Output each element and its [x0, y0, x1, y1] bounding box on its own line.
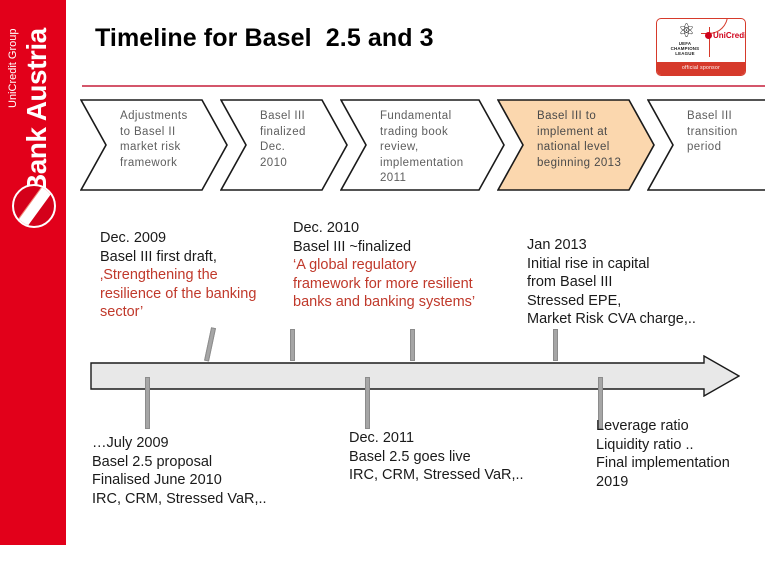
timeline-tick — [410, 329, 415, 361]
note-line: sector’ — [100, 304, 144, 320]
note-line: Liquidity ratio .. — [596, 436, 694, 453]
starball-icon: ⚛ — [677, 21, 695, 42]
process-chevron-band: Adjustments to Basel II market risk fram… — [80, 99, 765, 191]
timeline-tick — [553, 329, 558, 361]
timeline-arrow-shape — [90, 355, 740, 397]
note-line: framework for more resilient — [293, 275, 473, 292]
note-line: Initial rise in capital — [527, 255, 650, 272]
note-line: 2019 — [596, 473, 629, 490]
note-line: banks and banking systems’ — [293, 294, 476, 310]
chevron-label: Fundamental trading book review, impleme… — [380, 110, 464, 184]
note-line: IRC, CRM, Stressed VaR,.. — [92, 490, 267, 507]
page-title: Timeline for Basel 2.5 and 3 — [95, 24, 434, 52]
ucl-line2: CHAMPIONS — [670, 46, 700, 51]
note-line: Basel III ~finalized — [293, 238, 412, 255]
bank-austria-roundel-icon — [12, 184, 56, 228]
ucl-line3: LEAGUE — [675, 51, 695, 56]
note-line: Basel 2.5 goes live — [349, 448, 471, 465]
note-line: Basel 2.5 proposal — [92, 453, 213, 470]
champions-league-badge-icon: ⚛ UEFA CHAMPIONS LEAGUE — [662, 22, 708, 58]
chevron-adjustments-basel-ii[interactable]: Adjustments to Basel II market risk fram… — [80, 99, 228, 191]
ucl-line1: UEFA — [678, 41, 692, 46]
timeline-arrow — [90, 327, 740, 429]
timeline-tick — [365, 377, 370, 429]
chevron-shape — [220, 99, 348, 191]
chevron-shape — [647, 99, 765, 191]
note-line: Basel III first draft, — [100, 248, 217, 265]
note-line: …July 2009 — [92, 435, 169, 451]
note-line: Stressed EPE, — [527, 292, 622, 309]
note-line: Market Risk CVA charge,.. — [527, 311, 696, 327]
note-line: Final implementation — [596, 455, 730, 471]
note-line: Dec. 2011 — [349, 430, 415, 446]
note-line: IRC, CRM, Stressed VaR,.. — [349, 467, 524, 483]
chevron-label: Adjustments to Basel II market risk fram… — [120, 110, 188, 169]
note-line: ‘A global regulatory — [293, 257, 417, 273]
timeline-tick — [145, 377, 150, 429]
chevron-basel-iii-finalized[interactable]: Basel III finalized Dec. 2010 — [220, 99, 348, 191]
chevron-shape — [340, 99, 505, 191]
unicredit-dot-icon — [705, 32, 712, 39]
chevron-label: Basel III to implement at national level… — [537, 110, 622, 169]
brand-subtitle: UniCredit Group — [7, 28, 19, 108]
sponsor-caption: official sponsor — [657, 62, 745, 75]
note-line: Dec. 2009 — [100, 230, 167, 246]
note-line: resilience of the banking — [100, 285, 257, 302]
note-line: Finalised June 2010 — [92, 472, 222, 488]
chevron-label: Basel III finalized Dec. 2010 — [260, 110, 306, 169]
roundel-slash-shape — [14, 186, 54, 226]
brand-sidebar: Bank Austria UniCredit Group — [0, 0, 66, 545]
unicredit-label: UniCredit — [713, 31, 746, 40]
note-line: Leverage ratio — [596, 418, 689, 434]
unicredit-logo: UniCredit — [705, 31, 746, 47]
timeline-tick — [290, 329, 295, 361]
note-line: Dec. 2010 — [293, 220, 360, 236]
chevron-fundamental-trading-book-review[interactable]: Fundamental trading book review, impleme… — [340, 99, 505, 191]
chevron-basel-iii-transition-period[interactable]: Basel III transition period — [647, 99, 765, 191]
title-divider — [82, 85, 765, 87]
chevron-shape — [497, 99, 655, 191]
note-line: Jan 2013 — [527, 237, 587, 253]
chevron-basel-iii-national-implementation[interactable]: Basel III to implement at national level… — [497, 99, 655, 191]
sponsor-divider — [709, 27, 710, 57]
note-line: ‚Strengthening the — [100, 267, 218, 283]
chevron-label: Basel III transition period — [687, 110, 738, 153]
chevron-shape — [80, 99, 228, 191]
sponsor-logo: ⚛ UEFA CHAMPIONS LEAGUE UniCredit offici… — [656, 18, 746, 76]
note-line: from Basel III — [527, 274, 613, 290]
timeline-tick — [598, 377, 603, 429]
